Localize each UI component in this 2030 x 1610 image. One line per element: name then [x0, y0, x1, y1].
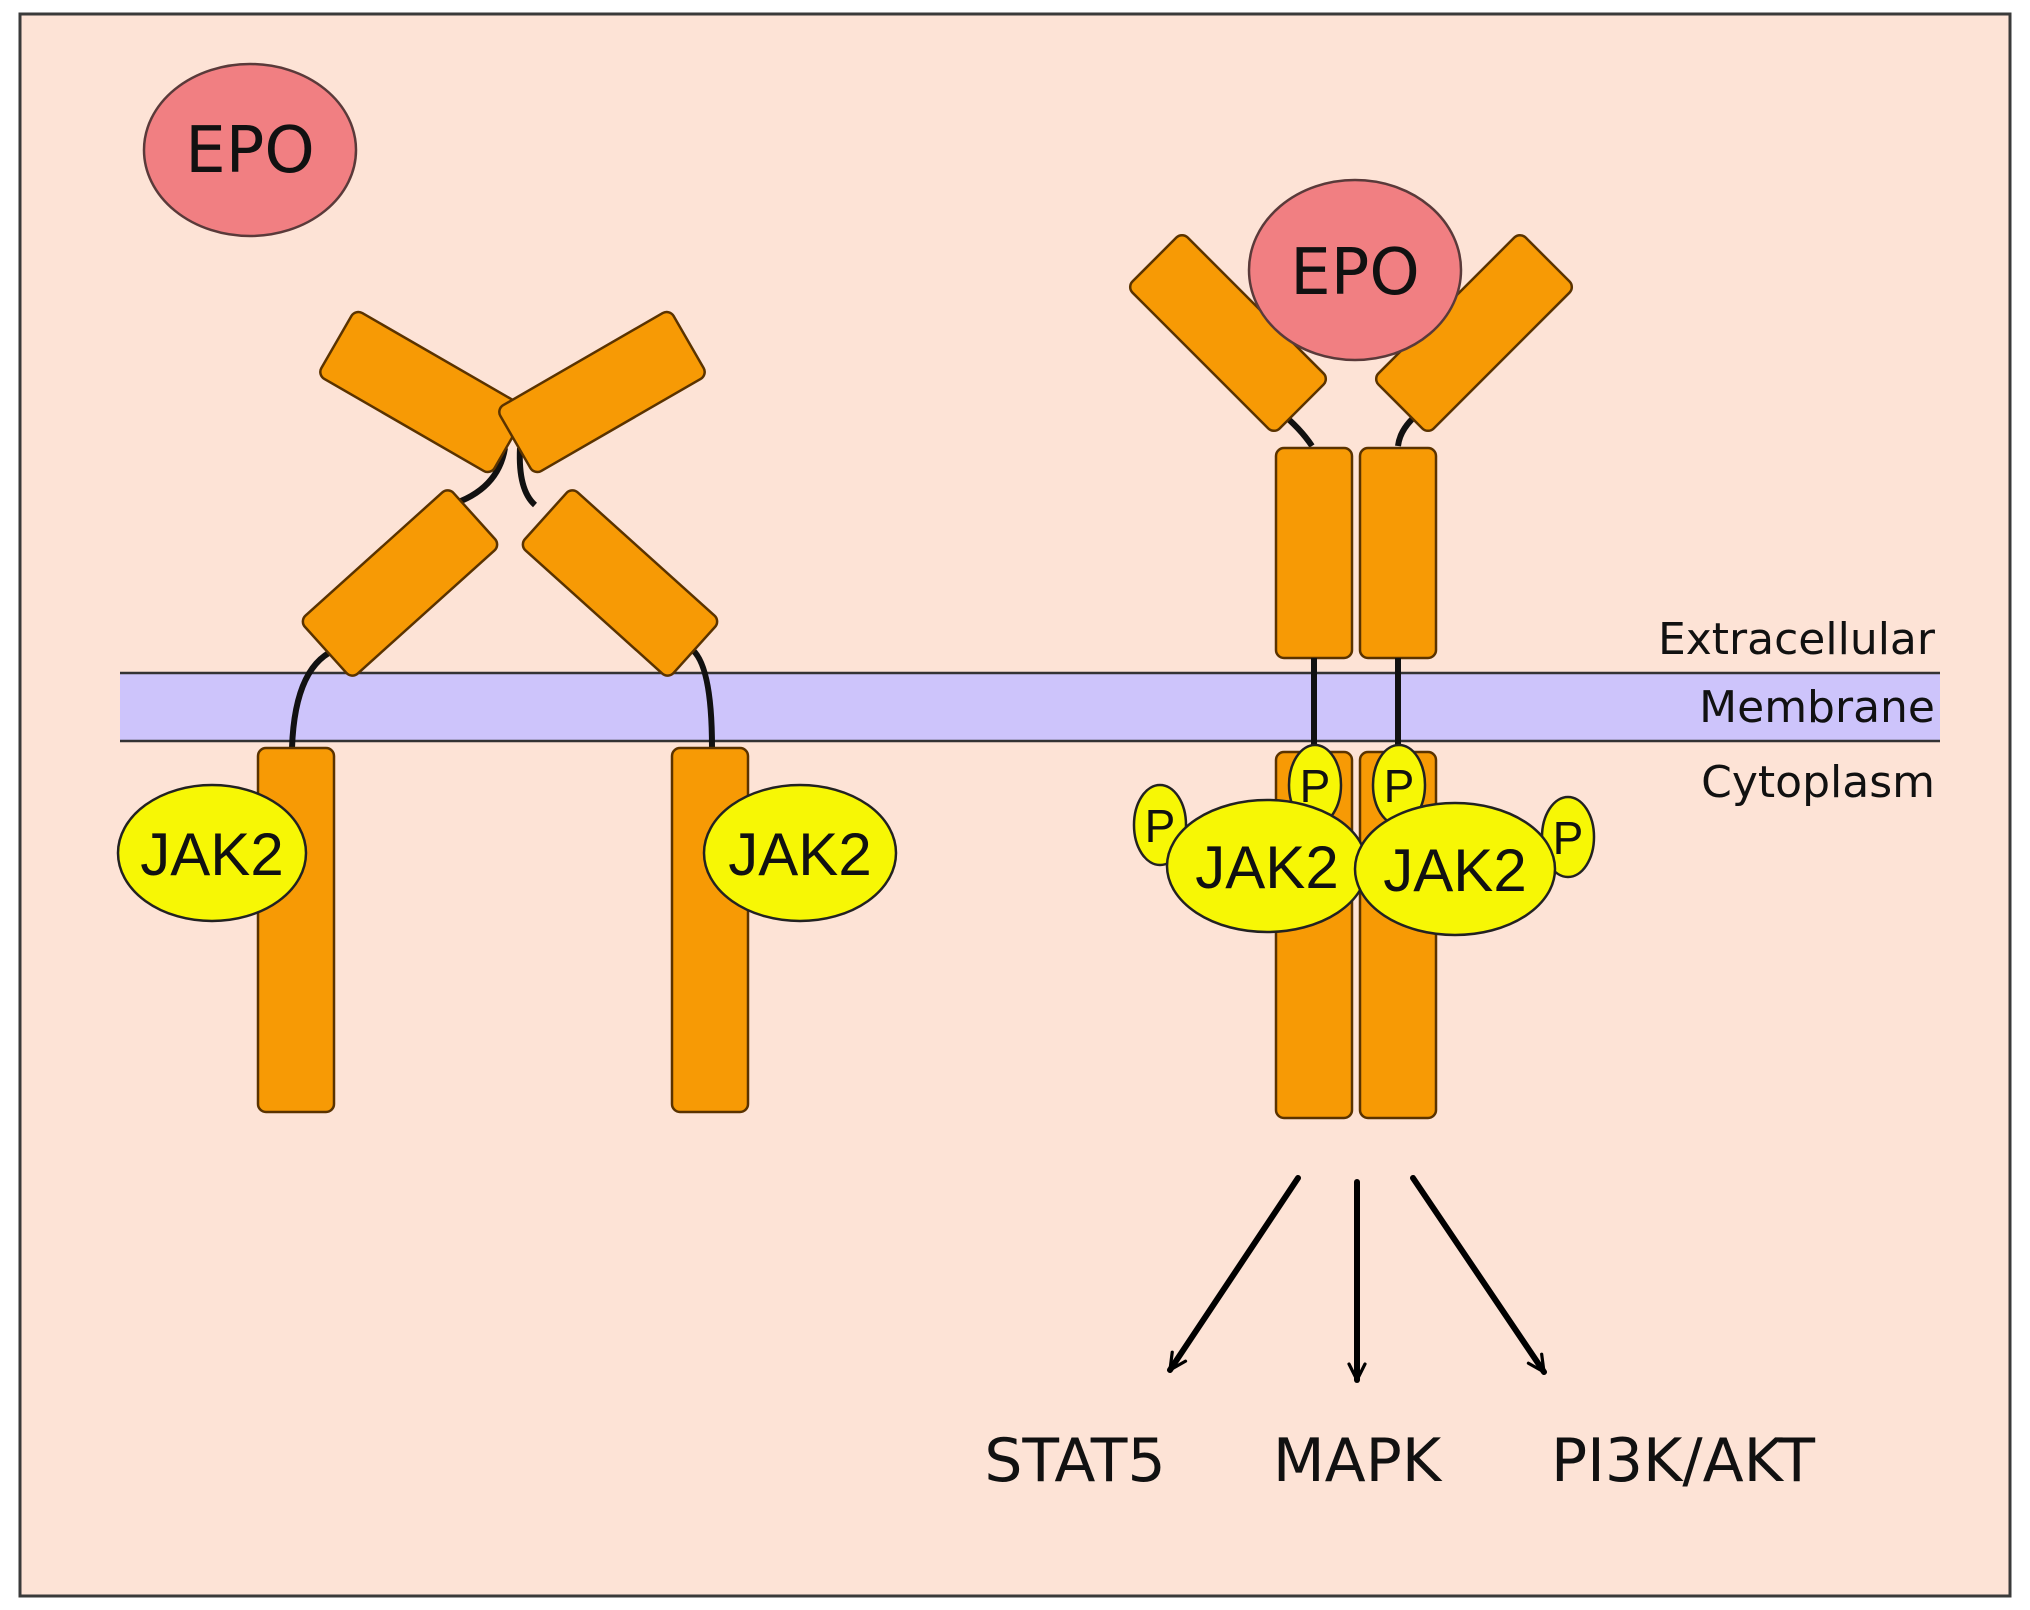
cell-membrane — [120, 673, 1940, 741]
active-receptor: EPO P P P P JAK2 — [1128, 178, 1596, 1120]
phosphate-label: P — [1553, 812, 1584, 864]
pathway-label-stat5: STAT5 — [984, 1426, 1165, 1496]
jak2-left: JAK2 — [116, 783, 308, 923]
arrow-icon — [1167, 1175, 1301, 1373]
receptor-domain-upper-right — [498, 310, 706, 474]
pathway-label-pi3k-akt: PI3K/AKT — [1551, 1426, 1815, 1496]
receptor-domain-upper-left — [319, 310, 527, 474]
arrow-icon — [1410, 1175, 1547, 1375]
epo-bound-label: EPO — [1290, 236, 1419, 310]
inactive-receptor: EPO JAK2 JAK2 — [116, 62, 898, 1114]
jak2-kinase-icon — [1353, 801, 1557, 937]
epo-bound: EPO — [1247, 178, 1463, 362]
jak2-active-right: JAK2 — [1353, 801, 1557, 937]
membrane-label: Membrane — [1699, 682, 1935, 733]
phosphate-label: P — [1300, 760, 1331, 812]
jak2-kinase-icon — [702, 783, 898, 923]
phosphate-label: P — [1145, 800, 1176, 852]
phosphate-label: P — [1384, 760, 1415, 812]
receptor-domain-middle-left — [1274, 446, 1354, 660]
cytoplasm-label: Cytoplasm — [1701, 757, 1935, 808]
linker-right-upper — [516, 447, 538, 508]
jak2-kinase-icon — [116, 783, 308, 923]
jak2-active-left: JAK2 — [1165, 798, 1369, 934]
jak2-right: JAK2 — [702, 783, 898, 923]
jak2-left-label: JAK2 — [140, 821, 283, 888]
diagram-panel — [18, 12, 2012, 1598]
extracellular-label: Extracellular — [1658, 614, 1936, 665]
tm-linker-right — [688, 645, 715, 749]
jak2-right-label: JAK2 — [728, 821, 871, 888]
epo-free-label: EPO — [185, 114, 314, 188]
receptor-domain-middle-right — [1358, 446, 1438, 660]
epo-free: EPO — [142, 62, 358, 238]
epo-ligand-icon — [142, 62, 358, 238]
epo-ligand-icon — [1247, 178, 1463, 362]
receptor-domain-lower-right — [521, 489, 719, 677]
pathway-label-mapk: MAPK — [1273, 1426, 1443, 1496]
jak2-active-left-label: JAK2 — [1195, 834, 1338, 901]
jak2-active-right-label: JAK2 — [1383, 837, 1526, 904]
phosphate-jak2-right: P — [1540, 795, 1596, 879]
receptor-domain-top-left — [1128, 233, 1328, 433]
receptor-domain-lower-left — [301, 489, 499, 677]
downstream-arrows — [1167, 1175, 1547, 1383]
